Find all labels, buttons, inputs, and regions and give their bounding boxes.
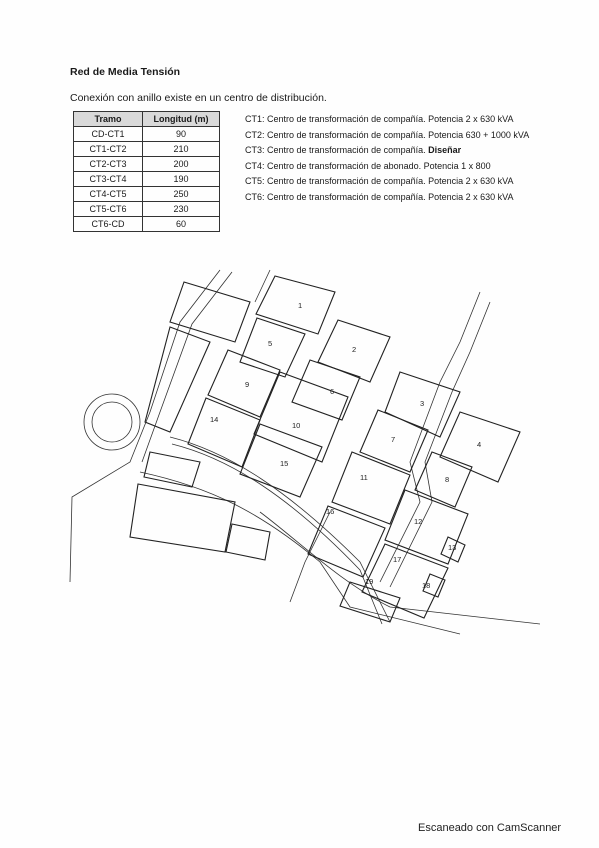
block-label: 19 [365, 577, 373, 586]
block-label: 15 [280, 459, 288, 468]
ct-bold-text: Diseñar [428, 145, 462, 155]
tramo-cell: CT1-CT2 [73, 141, 143, 157]
ct-code: CT4: [245, 160, 265, 171]
longitud-cell: 190 [142, 171, 220, 187]
ct-code: CT1: [245, 114, 265, 124]
tramo-table-header: Tramo Longitud (m) [73, 111, 220, 127]
block-9 [207, 349, 281, 418]
block-label: 11 [360, 473, 368, 482]
tramo-cell: CT2-CT3 [73, 156, 143, 172]
list-item: CT3: Centro de transformación de compañí… [245, 143, 529, 159]
block-7 [359, 409, 429, 473]
longitud-cell: 250 [142, 186, 220, 202]
header-longitud: Longitud (m) [142, 111, 220, 127]
tramo-cell: CT4-CT5 [73, 186, 143, 202]
ct-text: Centro de transformación de compañía. Po… [267, 129, 530, 140]
block-west-2 [144, 326, 211, 433]
block-15 [239, 423, 323, 498]
block-13 [440, 536, 466, 563]
block-label: 16 [326, 507, 334, 516]
ct-code: CT6: [245, 191, 265, 202]
list-item: CT6: Centro de transformación de compañí… [245, 190, 529, 206]
block-8 [414, 451, 473, 508]
block-1 [255, 275, 336, 335]
ct-text: Centro de transformación de compañía. Po… [267, 176, 514, 186]
block-14 [187, 397, 261, 468]
header-tramo: Tramo [73, 111, 143, 127]
block-12 [384, 489, 469, 565]
document-title: Red de Media Tensión [70, 66, 181, 78]
block-18 [422, 573, 446, 598]
block-label: 8 [445, 475, 449, 484]
tramo-cell: CT6-CD [73, 216, 143, 232]
list-item: CT1: Centro de transformación de compañí… [245, 112, 529, 128]
block-label: 1 [298, 301, 302, 310]
ct-text: Centro de transformación de compañía. Po… [267, 191, 514, 202]
block-south-2 [143, 451, 201, 488]
block-label: 5 [268, 339, 272, 348]
ct-text: Centro de transformación de abonado. Pot… [267, 160, 491, 171]
block-label: 3 [420, 399, 424, 408]
longitud-cell: 200 [142, 156, 220, 172]
block-label: 13 [448, 543, 456, 552]
longitud-cell: 90 [142, 126, 220, 142]
blocks [129, 275, 521, 623]
block-19 [339, 581, 401, 623]
block-label: 10 [292, 421, 300, 430]
tramo-cell: CT5-CT6 [73, 201, 143, 217]
block-label: 17 [393, 555, 401, 564]
block-west-1 [169, 281, 251, 343]
block-label: 14 [210, 415, 218, 424]
block-6 [291, 359, 361, 421]
block-16 [307, 505, 386, 578]
document-subtitle: Conexión con anillo existe en un centro … [70, 92, 327, 104]
roundabout [83, 393, 141, 451]
ct-text: Centro de transformación de compañía. Po… [267, 114, 514, 124]
tramo-cell: CT3-CT4 [73, 171, 143, 187]
block-3 [384, 371, 461, 438]
block-5 [239, 317, 306, 378]
scanner-watermark: Escaneado con CamScanner [418, 822, 562, 834]
block-label: 18 [422, 581, 430, 590]
block-4 [439, 411, 521, 483]
block-label: 6 [330, 387, 334, 396]
list-item: CT4: Centro de transformación de abonado… [245, 159, 529, 175]
block-label: 9 [245, 380, 249, 389]
longitud-cell: 60 [142, 216, 220, 232]
block-2 [317, 319, 391, 383]
block-south-1 [129, 483, 236, 553]
list-item: CT2: Centro de transformación de compañí… [245, 128, 529, 144]
ct-text: Centro de transformación de compañía. [267, 145, 429, 155]
block-south-3 [225, 523, 271, 561]
longitud-cell: 230 [142, 201, 220, 217]
longitud-cell: 210 [142, 141, 220, 157]
ct-code: CT5: [245, 176, 265, 186]
road-lines [69, 269, 540, 635]
block-label: 7 [391, 435, 395, 444]
block-11 [331, 451, 411, 525]
block-label: 4 [477, 440, 481, 449]
ct-description-list: CT1: Centro de transformación de compañí… [245, 112, 529, 205]
block-label: 2 [352, 345, 356, 354]
ct-code: CT2: [245, 129, 265, 140]
block-label: 12 [414, 517, 422, 526]
urban-block-map: 1 2 3 4 5 6 7 8 9 10 11 12 13 14 15 16 1… [69, 269, 540, 635]
tramo-cell: CD-CT1 [73, 126, 143, 142]
block-17 [361, 543, 449, 619]
ct-code: CT3: [245, 145, 265, 155]
roundabout-center [91, 401, 133, 443]
list-item: CT5: Centro de transformación de compañí… [245, 174, 529, 190]
block-10 [253, 371, 349, 463]
block-labels: 1 2 3 4 5 6 7 8 9 10 11 12 13 14 15 16 1… [210, 301, 481, 590]
